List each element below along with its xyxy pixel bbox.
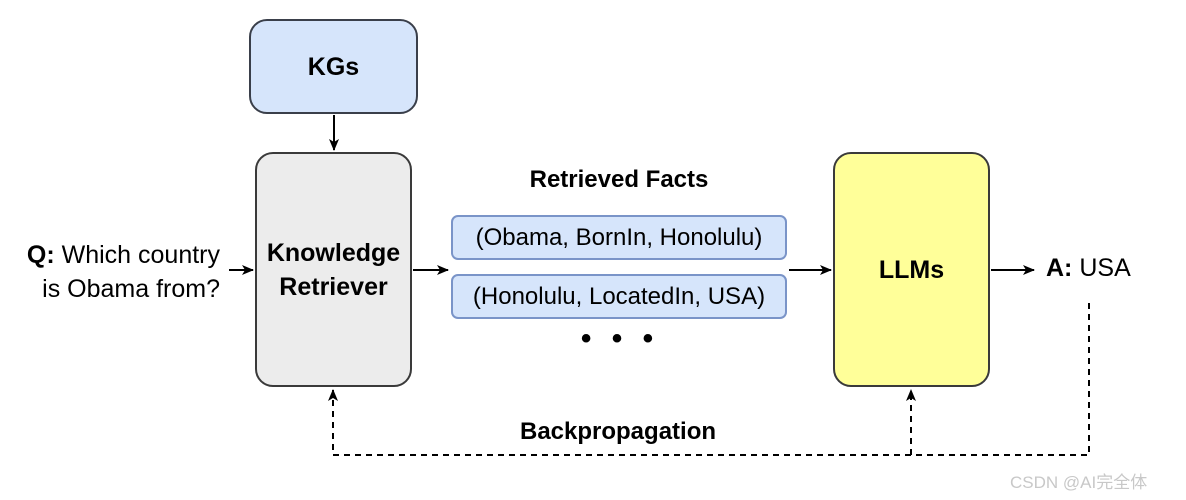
retrieved-facts-title: Retrieved Facts <box>529 166 709 193</box>
kgs-label: KGs <box>307 52 360 81</box>
question-prefix: Q: <box>26 241 55 269</box>
more-facts-ellipsis: • • • <box>580 322 660 355</box>
backpropagation-label: Backpropagation <box>519 418 717 445</box>
retriever-label-line1: Knowledge <box>266 238 401 267</box>
retriever-label-line2: Retriever <box>279 272 388 301</box>
watermark: CSDN @AI完全体 <box>1010 473 1148 492</box>
retrieved-fact-1: (Obama, BornIn, Honolulu) <box>451 215 787 260</box>
backprop-dashed-path <box>328 303 1090 456</box>
kgs-node: KGs <box>249 19 418 114</box>
answer-value: USA <box>1079 254 1131 282</box>
llms-label: LLMs <box>878 255 945 284</box>
question-line1: Which country <box>61 241 220 269</box>
answer-text: A: USA <box>1046 254 1131 283</box>
question-text: Q: Which country is Obama from? <box>6 238 220 306</box>
answer-prefix: A: <box>1046 254 1073 282</box>
retrieved-fact-2: (Honolulu, LocatedIn, USA) <box>451 274 787 319</box>
llms-node: LLMs <box>833 152 990 387</box>
question-line2: is Obama from? <box>42 275 220 303</box>
knowledge-retriever-node: Knowledge Retriever <box>255 152 412 387</box>
